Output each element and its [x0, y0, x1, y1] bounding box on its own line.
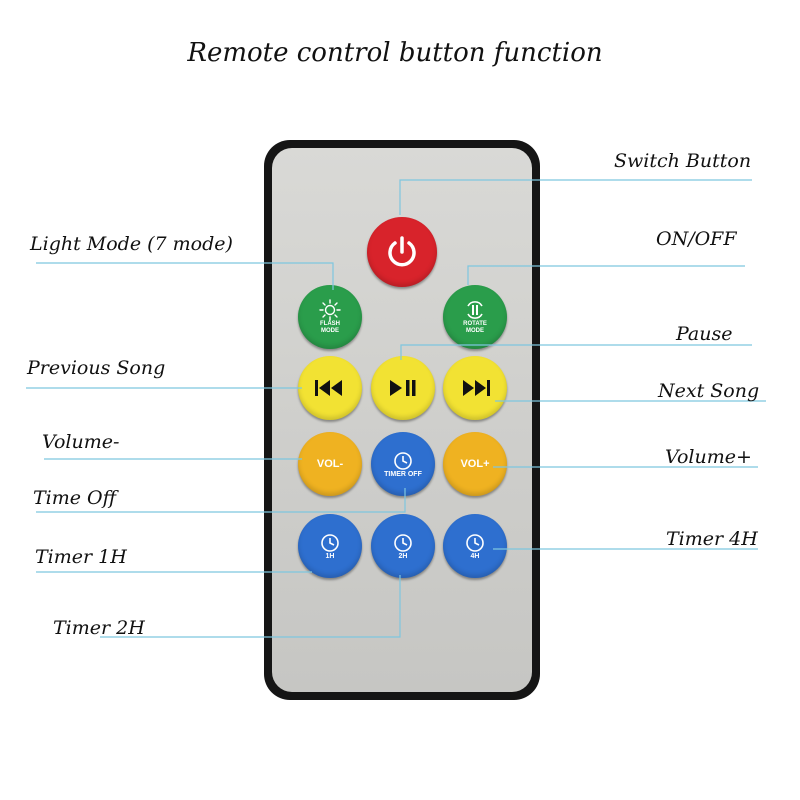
label-timer-1h: Timer 1H: [35, 546, 127, 568]
previous-song-button[interactable]: [298, 356, 362, 420]
rotate-icon: [467, 301, 483, 319]
previous-icon: [315, 380, 342, 396]
clock-icon: [394, 533, 412, 552]
next-icon: [463, 380, 490, 396]
rotate-mode-label: ROTATE MODE: [463, 321, 487, 334]
timer-2h-button[interactable]: 2H: [371, 514, 435, 578]
label-volume-plus: Volume+: [665, 446, 752, 468]
timer-off-button[interactable]: TIMER OFF: [371, 432, 435, 496]
timer-2h-label: 2H: [398, 552, 408, 560]
label-timer-2h: Timer 2H: [53, 617, 145, 639]
play-pause-icon: [390, 380, 416, 396]
sun-icon: [319, 299, 341, 321]
clock-icon: [466, 533, 484, 552]
label-on-off: ON/OFF: [656, 228, 737, 250]
play-pause-button[interactable]: [371, 356, 435, 420]
clock-icon: [321, 533, 339, 552]
label-time-off: Time Off: [33, 487, 117, 509]
next-song-button[interactable]: [443, 356, 507, 420]
diagram-title: Remote control button function: [187, 38, 603, 68]
label-pause: Pause: [676, 323, 733, 345]
power-icon: [388, 236, 416, 267]
volume-up-button[interactable]: VOL+: [443, 432, 507, 496]
timer-1h-label: 1H: [325, 552, 335, 560]
volume-down-button[interactable]: VOL-: [298, 432, 362, 496]
flash-mode-label: FLASH MODE: [320, 321, 340, 334]
timer-off-label: TIMER OFF: [384, 470, 422, 478]
timer-4h-button[interactable]: 4H: [443, 514, 507, 578]
label-volume-minus: Volume-: [42, 431, 120, 453]
label-next-song: Next Song: [658, 380, 760, 402]
label-previous-song: Previous Song: [27, 357, 166, 379]
volume-down-label: VOL-: [316, 457, 344, 470]
volume-up-label: VOL+: [460, 457, 490, 470]
label-timer-4h: Timer 4H: [666, 528, 758, 550]
label-light-mode: Light Mode (7 mode): [30, 233, 233, 255]
clock-icon: [394, 451, 412, 470]
flash-mode-button[interactable]: FLASH MODE: [298, 285, 362, 349]
power-button[interactable]: [367, 217, 437, 287]
timer-4h-label: 4H: [470, 552, 480, 560]
label-switch-button: Switch Button: [614, 150, 752, 172]
timer-1h-button[interactable]: 1H: [298, 514, 362, 578]
rotate-mode-button[interactable]: ROTATE MODE: [443, 285, 507, 349]
